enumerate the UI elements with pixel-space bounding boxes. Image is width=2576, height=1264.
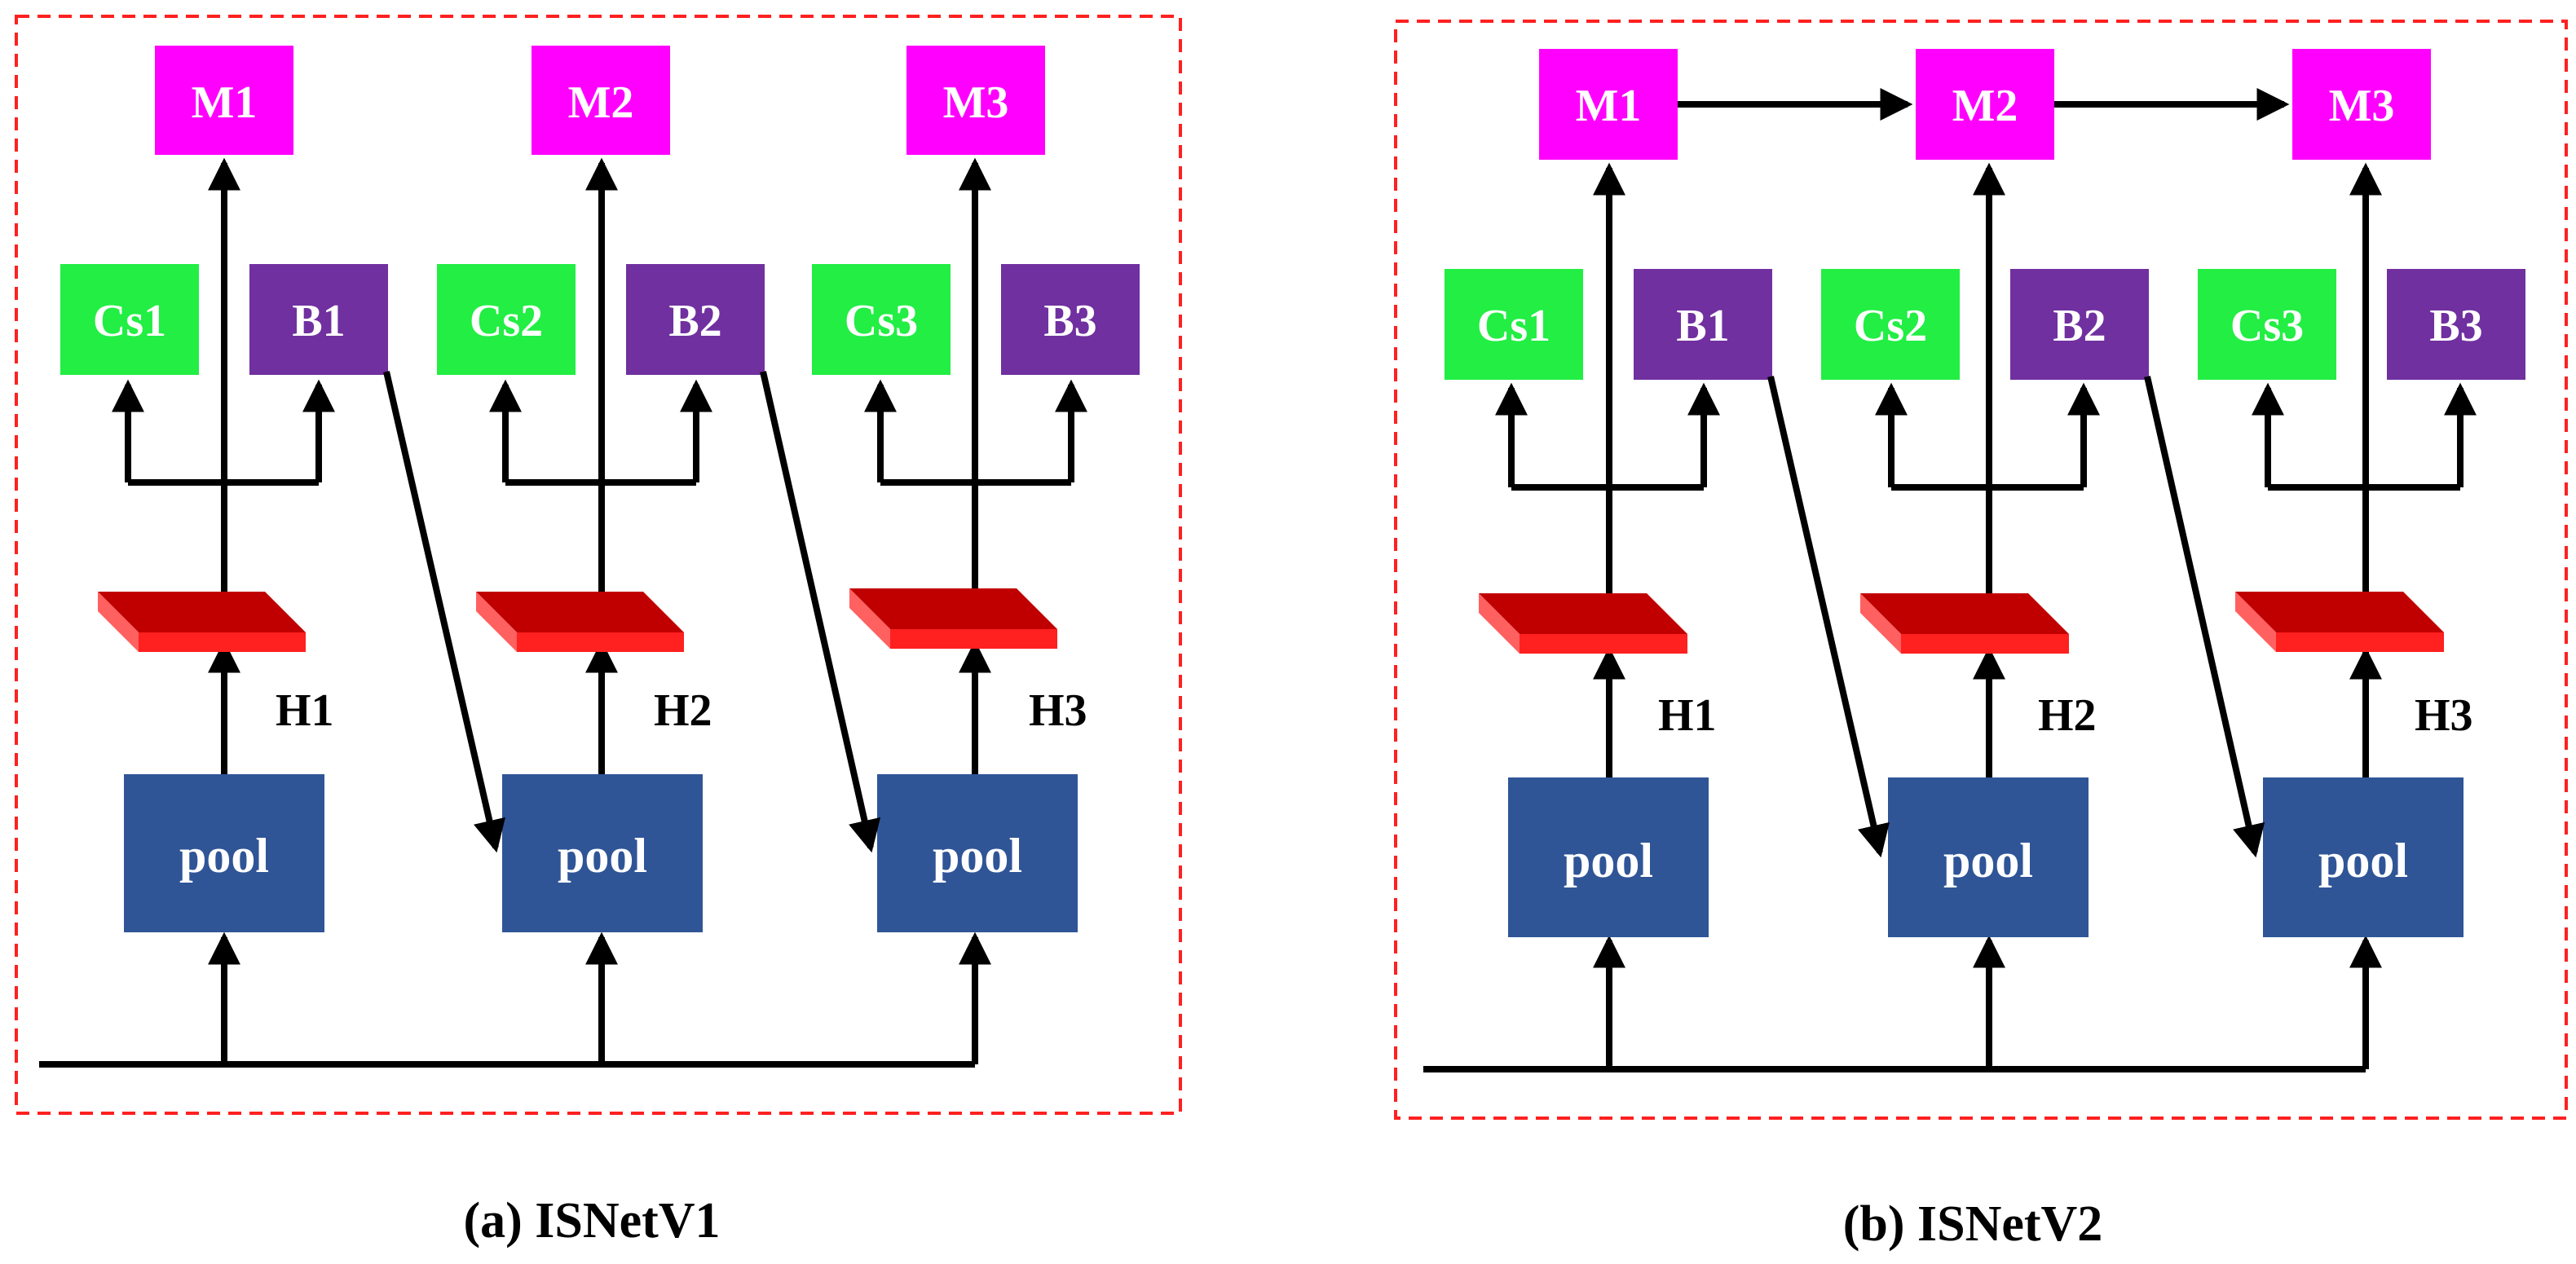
- pool-label: pool: [558, 829, 647, 883]
- b2-to-pool3-arrow: [760, 371, 881, 853]
- panel-frame: [15, 15, 1182, 1115]
- b-box: [249, 264, 388, 375]
- h-label: H3: [1029, 685, 1087, 736]
- m-box: [155, 46, 293, 155]
- heatmap-h3: [2235, 592, 2444, 652]
- b2-to-pool3-arrow: [2144, 376, 2265, 858]
- b-box: [1001, 264, 1140, 375]
- heatmap-h1: [1479, 593, 1687, 654]
- pool-box: [1888, 777, 2089, 937]
- b-label: B2: [668, 296, 721, 346]
- pool-label: pool: [933, 829, 1022, 883]
- b-label: B1: [292, 296, 345, 346]
- stage-2: pool H2 M2 Cs2 B2: [437, 46, 765, 1064]
- h-label: H3: [2415, 690, 2473, 741]
- cs-label: Cs1: [1477, 301, 1550, 351]
- m-box: [2292, 49, 2431, 160]
- cs-label: Cs2: [1854, 301, 1927, 351]
- cs-label: Cs2: [470, 296, 543, 346]
- stage-1: pool H1 M1 Cs1 B1: [1445, 49, 1772, 1069]
- h-label: H1: [1658, 690, 1717, 741]
- panel-isnetv2: pool H1 M1 Cs1 B1 pool: [1394, 20, 2568, 1252]
- cs-box: [437, 264, 576, 375]
- m-box: [1539, 49, 1678, 160]
- pool-box: [502, 774, 703, 932]
- stage-2: pool H2 M2 Cs2 B2: [1821, 49, 2149, 1069]
- h-label: H2: [2038, 690, 2097, 741]
- heatmap-h3: [849, 588, 1057, 649]
- pool-label: pool: [1943, 834, 2033, 887]
- panel-caption: (a) ISNetV1: [463, 1193, 720, 1249]
- pool-box: [124, 774, 324, 932]
- b1-to-pool2-arrow: [1767, 376, 1890, 858]
- stage-1: pool H1 M1 Cs1 B1: [60, 46, 388, 1064]
- pool-label: pool: [179, 829, 269, 883]
- pool-box: [2263, 777, 2464, 937]
- heatmap-h1: [98, 592, 306, 652]
- heatmap-h2: [476, 592, 684, 652]
- b-box: [1634, 269, 1772, 380]
- m-label: M2: [568, 77, 634, 128]
- m-label: M2: [1952, 81, 2018, 131]
- pool-label: pool: [2318, 834, 2408, 887]
- b1-to-pool2-arrow: [383, 371, 505, 853]
- cs-box: [1821, 269, 1960, 380]
- cs-box: [60, 264, 199, 375]
- m-box: [1916, 49, 2054, 160]
- cs-label: Cs1: [93, 296, 166, 346]
- stage-3: pool H3 M3 Cs3 B3: [812, 46, 1140, 1064]
- m-label: M3: [2329, 81, 2395, 131]
- b-box: [2010, 269, 2149, 380]
- m-label: M3: [943, 77, 1009, 128]
- b-box: [626, 264, 765, 375]
- b-box: [2387, 269, 2525, 380]
- b-label: B1: [1676, 301, 1729, 351]
- b-label: B3: [2429, 301, 2482, 351]
- m-label: M1: [192, 77, 258, 128]
- stage-3: pool H3 M3 Cs3 B3: [2198, 49, 2525, 1069]
- panel-caption: (b) ISNetV2: [1843, 1196, 2103, 1252]
- pool-label: pool: [1564, 834, 1653, 887]
- cs-box: [2198, 269, 2336, 380]
- heatmap-h2: [1860, 593, 2069, 654]
- m-box: [906, 46, 1045, 155]
- cs-label: Cs3: [2230, 301, 2304, 351]
- pool-box: [1508, 777, 1709, 937]
- m-label: M1: [1576, 81, 1642, 131]
- cs-label: Cs3: [845, 296, 918, 346]
- cs-box: [812, 264, 951, 375]
- m-box: [532, 46, 670, 155]
- pool-box: [877, 774, 1078, 932]
- panel-isnetv1: pool H1 M1 Cs1 B1 pool: [15, 15, 1182, 1249]
- h-label: H1: [276, 685, 334, 736]
- cs-box: [1445, 269, 1583, 380]
- b-label: B2: [2053, 301, 2106, 351]
- h-label: H2: [654, 685, 712, 736]
- b-label: B3: [1043, 296, 1096, 346]
- panel-frame: [1394, 20, 2568, 1120]
